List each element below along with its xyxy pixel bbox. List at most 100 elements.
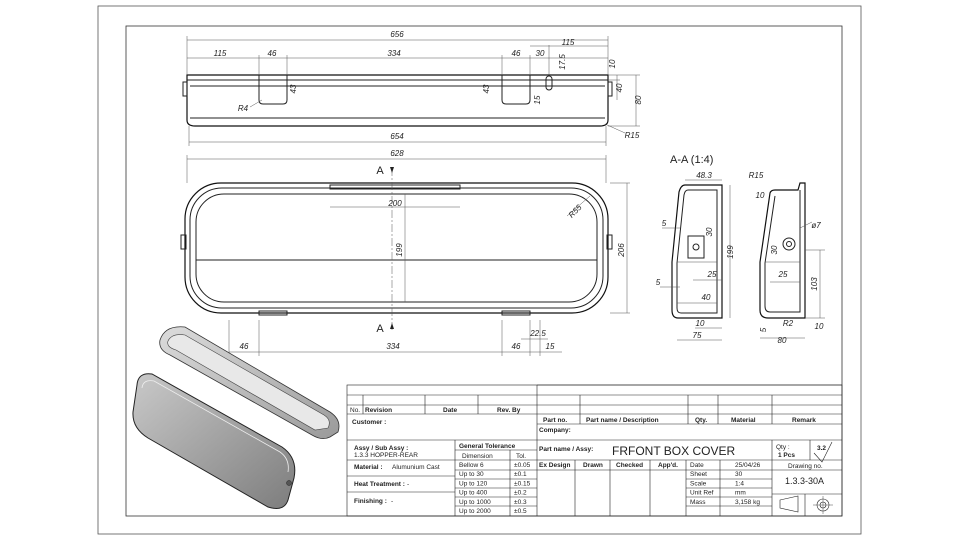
ex-design-label: Ex Design (539, 462, 570, 469)
finishing-label: Finishing : (354, 498, 387, 505)
heat-value: - (407, 481, 409, 488)
top-dim-slot2: 46 (512, 49, 521, 58)
plan-dim-slot: 200 (387, 199, 402, 208)
roughness-value: 3.2 (817, 445, 826, 452)
sec-dim-199: 199 (726, 245, 735, 259)
company-label: Company: (539, 427, 571, 434)
info-value-cell: 25/04/26 (735, 462, 761, 469)
sec-dim-phi7: ø7 (811, 221, 821, 230)
plan-dim-b334: 334 (386, 342, 400, 351)
top-dim-right: 115 (562, 38, 575, 47)
info-label-cell: Unit Ref (690, 490, 714, 497)
top-dim-gap: 30 (536, 49, 545, 58)
info-value-cell: 3,158 kg (735, 499, 760, 506)
material-label: Material : (354, 464, 383, 471)
info-label-cell: Mass (690, 499, 706, 506)
appd-label: App'd. (658, 462, 678, 469)
plan-dim-b46a: 46 (240, 342, 249, 351)
top-dim-small: 17.5 (558, 54, 567, 70)
qty-value: 1 Pcs (778, 452, 795, 459)
plan-dim-b46b: 46 (512, 342, 521, 351)
rev-revision-label: Revision (365, 407, 392, 414)
drawn-label: Drawn (583, 462, 603, 469)
tol-value-cell: ±0.1 (514, 471, 527, 478)
drawing-no-value: 1.3.3-30A (785, 476, 824, 486)
sec-dim-48-3: 48.3 (696, 171, 712, 180)
sec-dim-r15: R15 (749, 171, 764, 180)
section-mark-top: A (376, 165, 384, 177)
plan-dim-overall: 628 (390, 149, 404, 158)
section-view: A-A (1:4) 48.3 5 30 199 25 5 40 10 75 (656, 154, 825, 345)
section-mark-bottom: A (376, 323, 384, 335)
rev-no-label: No. (350, 407, 360, 414)
top-dim-bottom: 654 (390, 132, 404, 141)
tolerance-table: Bellow 6 ±0.05 Up to 30 ±0.1 Up to 120 ±0.15U… (459, 462, 531, 515)
sec-dim-10b: 10 (696, 319, 705, 328)
plan-dim-b15: 15 (546, 342, 555, 351)
remark-header: Remark (792, 417, 816, 424)
sec-dim-80: 80 (778, 336, 787, 345)
info-label-cell: Scale (690, 480, 707, 487)
top-dim-notch1: 43 (289, 84, 298, 93)
tol-value-cell: ±0.5 (514, 508, 527, 515)
sec-dim-r2: R2 (783, 319, 794, 328)
assy-value: 1.3.3 HOPPER-REAR (354, 452, 418, 459)
tol-dimension-cell: Up to 2000 (459, 508, 491, 515)
projection-cone-icon (779, 495, 799, 513)
tol-dimension-cell: Up to 30 (459, 471, 484, 478)
tol-dimension-cell: Up to 120 (459, 480, 488, 487)
info-label-cell: Sheet (690, 471, 707, 478)
rev-date-label: Date (443, 407, 457, 414)
drawing-no-label: Drawing no. (788, 463, 823, 470)
plan-view: 628 200 206 199 R55 46 334 46 15 22.5 A … (180, 149, 630, 356)
dimension-label: Dimension (462, 453, 493, 460)
heat-label: Heat Treatment : (354, 481, 405, 488)
top-dim-h80: 80 (634, 95, 643, 104)
title-block (346, 384, 843, 517)
sec-dim-40: 40 (702, 293, 711, 302)
top-dim-center: 334 (387, 49, 401, 58)
tol-value-cell: ±0.15 (514, 480, 531, 487)
rev-by-label: Rev. By (497, 407, 521, 414)
plan-dim-b225: 22.5 (529, 329, 546, 338)
top-dim-r4: R4 (238, 104, 249, 113)
top-dim-15: 15 (533, 95, 542, 104)
customer-label: Customer : (352, 419, 386, 426)
tol-value-cell: ±0.05 (514, 462, 531, 469)
sec-dim-t10: 10 (756, 191, 765, 200)
top-dim-slot1: 46 (268, 49, 277, 58)
checked-label: Checked (616, 462, 643, 469)
tol-dimension-cell: Bellow 6 (459, 462, 484, 469)
sec-dim-103: 103 (810, 277, 819, 291)
part-desc-header: Part name / Description (586, 417, 659, 424)
section-title: A-A (1:4) (670, 154, 713, 166)
assy-label: Assy / Sub Assy : (354, 445, 408, 452)
top-view: 656 115 46 334 46 30 115 17.5 10 40 80 4… (182, 30, 643, 146)
title-block-text: No. Revision Date Rev. By Customer : Par… (350, 407, 833, 515)
material-value: Alumunium Cast (392, 464, 440, 471)
top-dim-notch2: 43 (482, 84, 491, 93)
sec-dim-10c: 10 (815, 322, 824, 331)
finishing-value: - (391, 498, 393, 505)
plan-dim-inner: 199 (395, 243, 404, 257)
info-value-cell: 1:4 (735, 480, 744, 487)
top-dim-h40: 40 (615, 83, 624, 92)
info-value-cell: 30 (735, 471, 743, 478)
sec-dim-75: 75 (693, 331, 702, 340)
tol-label: Tol. (516, 453, 526, 460)
material-header: Material (731, 417, 756, 424)
part-title: FRFONT BOX COVER (612, 444, 735, 458)
top-dim-overall: 656 (390, 30, 404, 39)
roughness-symbol-icon (813, 441, 833, 463)
info-label-cell: Date (690, 462, 704, 469)
top-dim-r15: R15 (625, 131, 640, 140)
tol-dimension-cell: Up to 1000 (459, 499, 491, 506)
part-assy-label: Part name / Assy: (539, 446, 593, 453)
sec-dim-5a: 5 (662, 219, 667, 228)
sec-dim-30b: 30 (770, 245, 779, 254)
plan-dim-height: 206 (617, 243, 626, 258)
info-value-cell: mm (735, 490, 746, 497)
sec-dim-30a: 30 (705, 227, 714, 236)
